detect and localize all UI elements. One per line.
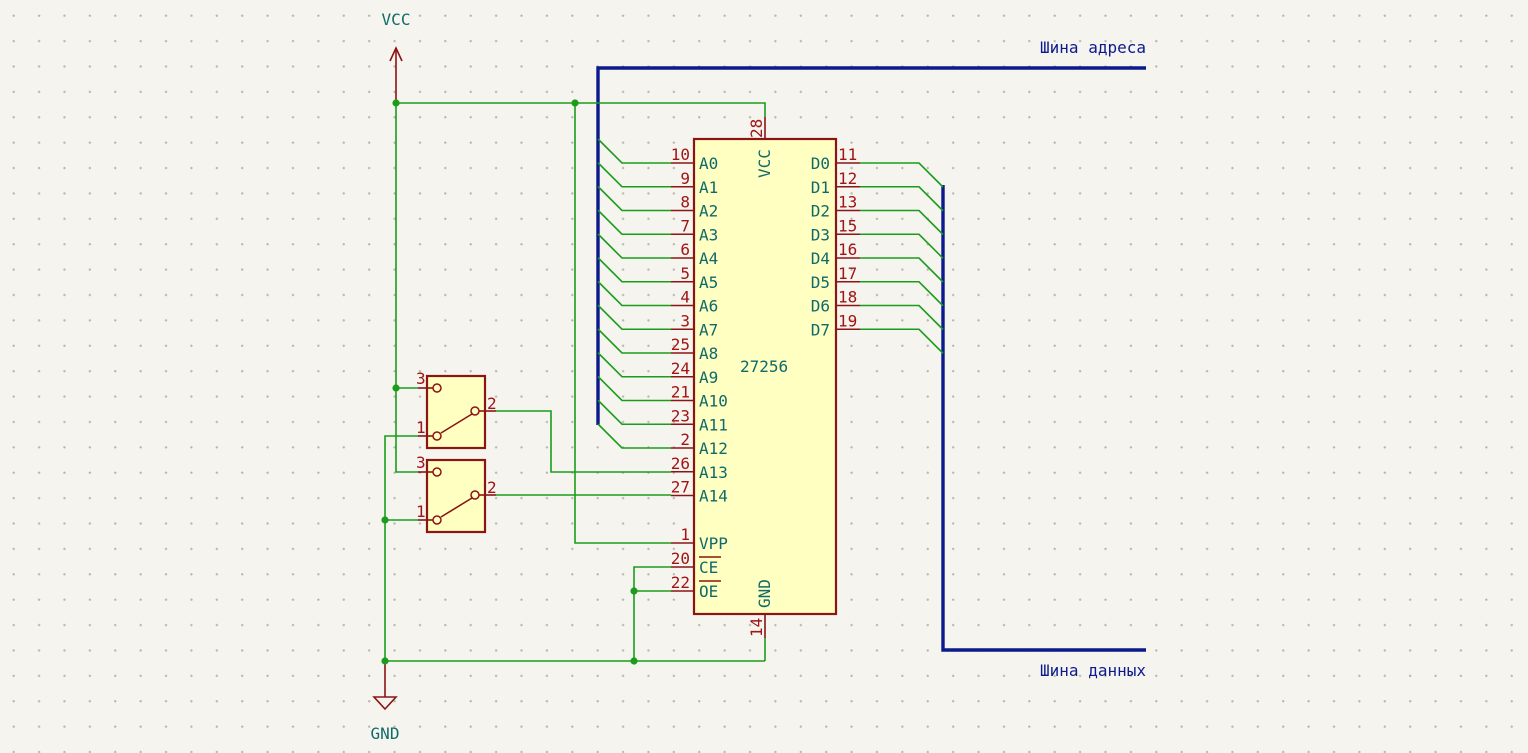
switch-pin-number: 2 bbox=[487, 394, 497, 413]
pin-name: A7 bbox=[699, 320, 718, 339]
chip-part-name: 27256 bbox=[740, 357, 788, 376]
spdt-switch: 3 1 2 bbox=[416, 369, 497, 450]
pin-name: A9 bbox=[699, 368, 718, 387]
gnd-label: GND bbox=[371, 724, 400, 743]
data-bus-entry bbox=[860, 280, 944, 307]
address-bus-entry bbox=[597, 257, 671, 283]
pin-number: 19 bbox=[838, 311, 857, 330]
pin-name: D4 bbox=[811, 249, 830, 268]
pin-number: 26 bbox=[671, 454, 690, 473]
pin-name: A1 bbox=[699, 178, 718, 197]
address-bus-label: Шина адреса bbox=[1040, 38, 1146, 57]
pin-number: 4 bbox=[680, 288, 690, 307]
pin-name: D7 bbox=[811, 320, 830, 339]
pin-number: 16 bbox=[838, 240, 857, 259]
address-bus-entry bbox=[597, 233, 671, 259]
pin-name: A0 bbox=[699, 154, 718, 173]
pin-name: A14 bbox=[699, 487, 728, 506]
address-bus-entry bbox=[597, 185, 671, 212]
pin-name: D3 bbox=[811, 225, 830, 244]
pin-number: 9 bbox=[680, 169, 690, 188]
pin-name: A2 bbox=[699, 202, 718, 221]
data-bus-entry bbox=[860, 233, 944, 259]
pin-name: A5 bbox=[699, 273, 718, 292]
switch-pin-number: 3 bbox=[416, 369, 426, 388]
pin-number: 3 bbox=[680, 311, 690, 330]
pin-gnd-name: GND bbox=[755, 579, 774, 608]
chip-27256-body bbox=[692, 137, 838, 616]
address-bus-entry bbox=[597, 138, 671, 164]
pin-gnd-number: 14 bbox=[747, 618, 766, 637]
pin-number: 21 bbox=[671, 383, 690, 402]
pin-name: A8 bbox=[699, 344, 718, 363]
pin-name: D1 bbox=[811, 178, 830, 197]
pin-number: 7 bbox=[680, 216, 690, 235]
pin-number: 23 bbox=[671, 406, 690, 425]
data-bus-label: Шина данных bbox=[1040, 661, 1146, 680]
vcc-label: VCC bbox=[382, 10, 411, 29]
switch-pin-number: 2 bbox=[487, 478, 497, 497]
pin-number: 25 bbox=[671, 335, 690, 354]
gnd-power-symbol bbox=[372, 661, 398, 711]
pin-number: 10 bbox=[671, 145, 690, 164]
switch-pin-number: 1 bbox=[416, 502, 426, 521]
data-bus-entry bbox=[860, 185, 944, 212]
pin-vcc-name: VCC bbox=[755, 149, 774, 178]
pin-number: 15 bbox=[838, 216, 857, 235]
pin-name: A6 bbox=[699, 297, 718, 316]
pin-number: 8 bbox=[680, 193, 690, 212]
address-bus-entry bbox=[597, 423, 671, 449]
data-bus-entry bbox=[860, 304, 944, 331]
pin-number: 5 bbox=[680, 264, 690, 283]
pin-name: D5 bbox=[811, 273, 830, 292]
pin-number: 18 bbox=[838, 288, 857, 307]
pin-name: A11 bbox=[699, 415, 728, 434]
data-bus-entry bbox=[860, 162, 944, 188]
spdt-switch: 3 1 2 bbox=[416, 453, 497, 534]
pin-name: VPP bbox=[699, 534, 728, 553]
address-bus-entry bbox=[597, 162, 671, 188]
address-bus-entry bbox=[597, 328, 671, 354]
pin-vcc-number: 28 bbox=[747, 119, 766, 138]
pin-name: A10 bbox=[699, 392, 728, 411]
pin-number: 12 bbox=[838, 169, 857, 188]
pin-number: 20 bbox=[671, 549, 690, 568]
pin-name: A3 bbox=[699, 225, 718, 244]
pin-name: CE bbox=[699, 558, 718, 577]
address-bus-entry bbox=[597, 209, 671, 236]
pin-name: A4 bbox=[699, 249, 718, 268]
data-bus-entry bbox=[860, 328, 944, 354]
data-bus-entry bbox=[860, 257, 944, 283]
switches: 3 1 2 3 1 2 bbox=[416, 369, 497, 534]
pin-name: D6 bbox=[811, 297, 830, 316]
data-bus-entry bbox=[860, 209, 944, 236]
pin-number: 11 bbox=[838, 145, 857, 164]
pin-number: 17 bbox=[838, 264, 857, 283]
address-bus-entry bbox=[597, 399, 671, 426]
vcc-power-symbol bbox=[389, 46, 403, 103]
pin-name: A12 bbox=[699, 439, 728, 458]
pin-name: D0 bbox=[811, 154, 830, 173]
data-bus bbox=[941, 185, 1146, 652]
address-bus-entry bbox=[597, 352, 671, 378]
pin-name: A13 bbox=[699, 463, 728, 482]
address-bus-entry bbox=[597, 304, 671, 331]
pin-number: 1 bbox=[680, 525, 690, 544]
pin-number: 13 bbox=[838, 193, 857, 212]
address-bus-entry bbox=[597, 375, 671, 402]
pin-number: 24 bbox=[671, 359, 690, 378]
pin-number: 2 bbox=[680, 430, 690, 449]
bus-entries bbox=[597, 138, 944, 449]
pin-number: 22 bbox=[671, 573, 690, 592]
pin-number: 27 bbox=[671, 478, 690, 497]
address-bus-entry bbox=[597, 280, 671, 307]
pin-name: OE bbox=[699, 582, 718, 601]
switch-pin-number: 3 bbox=[416, 453, 426, 472]
pin-number: 6 bbox=[680, 240, 690, 259]
junctions bbox=[381, 99, 638, 665]
pin-name: D2 bbox=[811, 202, 830, 221]
switch-pin-number: 1 bbox=[416, 418, 426, 437]
